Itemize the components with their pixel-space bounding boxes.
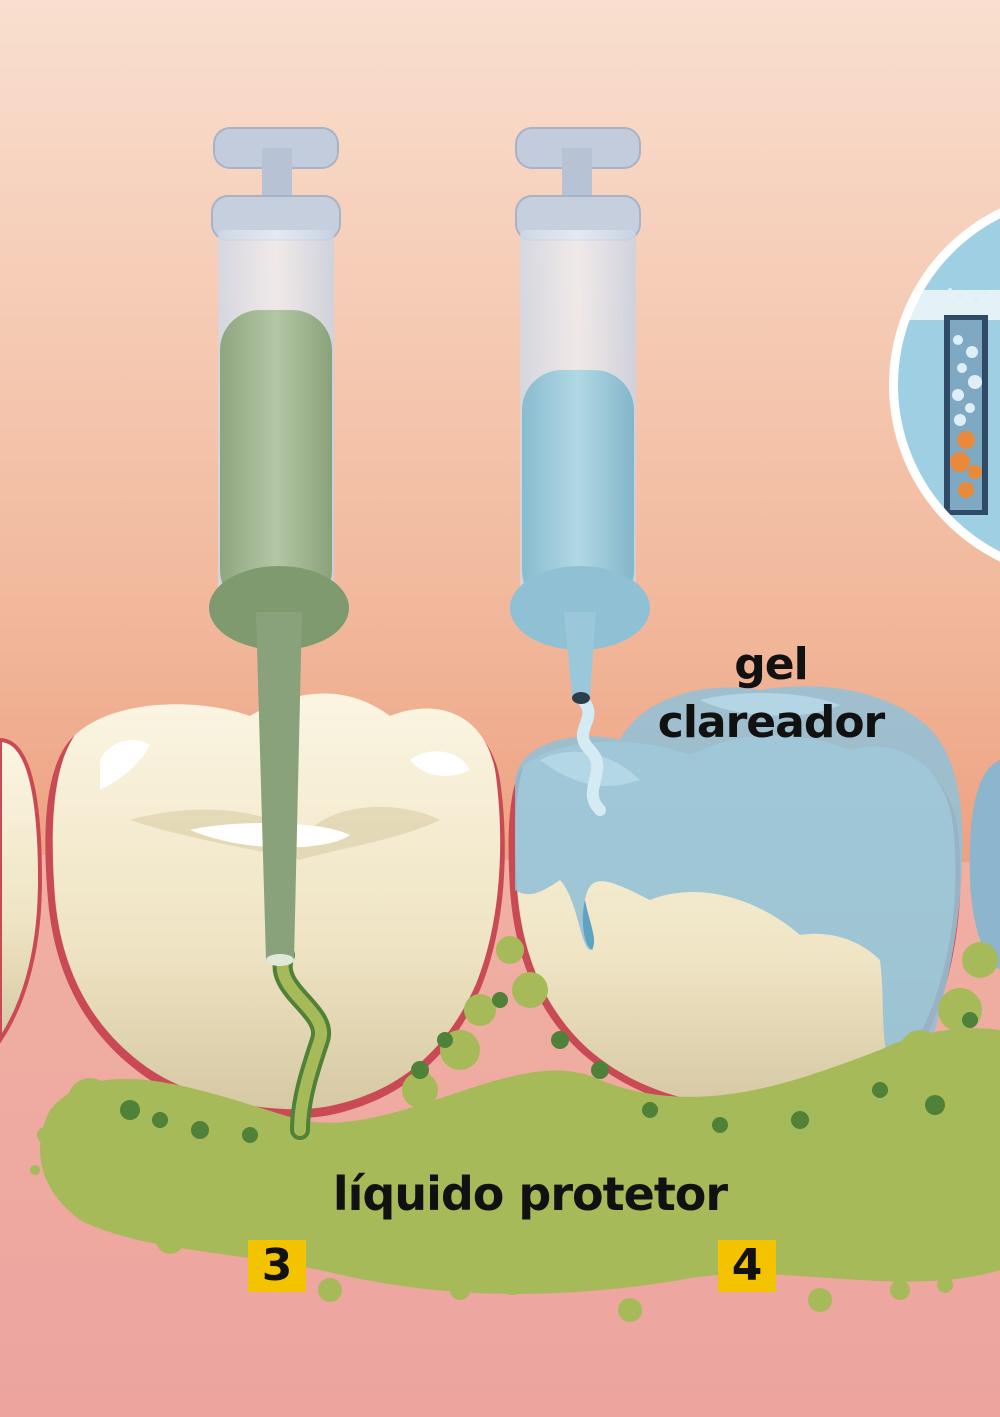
gel-stream	[576, 694, 606, 816]
syringe-4	[510, 127, 650, 704]
step-number-4: 4	[731, 1240, 763, 1291]
liquid-stream	[276, 949, 328, 1136]
step-badge-3-bg	[248, 1240, 306, 1292]
gel-label-line1: gel	[734, 639, 808, 690]
partial-tooth-left	[0, 737, 43, 1044]
syringe-3	[209, 127, 349, 966]
step-badge-4-bg	[718, 1240, 776, 1292]
step-number-3: 3	[261, 1240, 293, 1291]
gel-label-line2: clareador	[657, 697, 886, 748]
gel-label: gel clareador	[640, 636, 902, 752]
protective-liquid-shadow	[120, 992, 978, 1143]
liquid-label: líquido protetor	[332, 1167, 728, 1221]
partial-tooth-right	[969, 760, 1000, 970]
protective-liquid	[30, 936, 1000, 1322]
magnifier-lens	[889, 195, 1000, 575]
whitening-gel	[515, 686, 963, 1067]
